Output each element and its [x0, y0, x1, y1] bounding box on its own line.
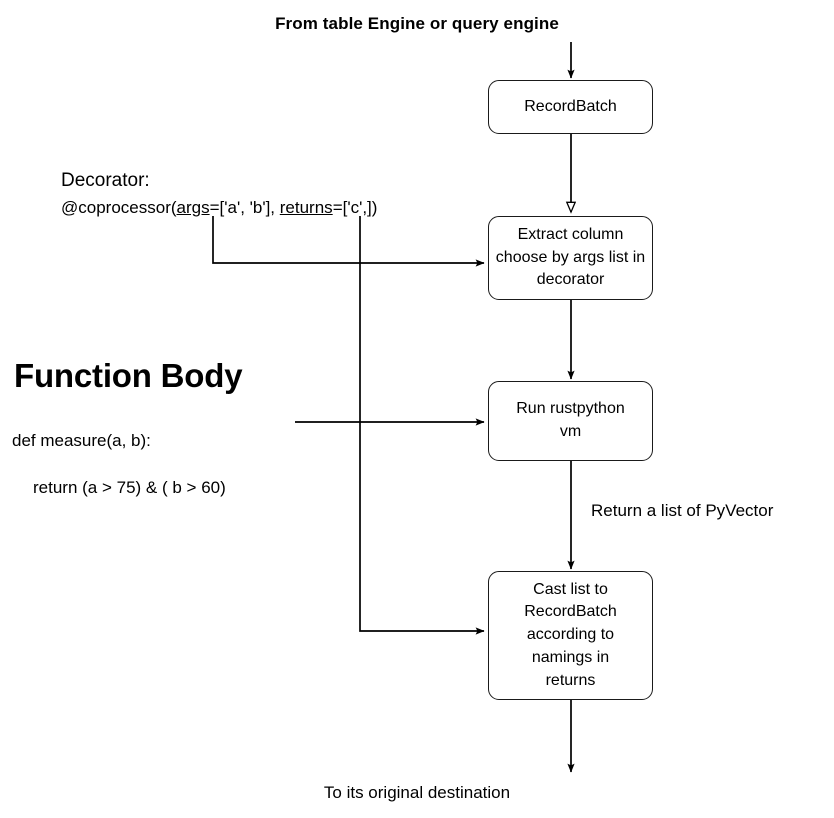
function-body-heading: Function Body	[14, 357, 243, 394]
source-label: From table Engine or query engine	[275, 14, 559, 33]
decorator-returns-value: =['c',])	[332, 198, 378, 217]
decorator-args-value: =['a', 'b'],	[209, 198, 280, 217]
node-extract-column[interactable]: Extract column choose by args list in de…	[488, 216, 653, 300]
decorator-code-prefix: @coprocessor(	[61, 198, 177, 217]
node-recordbatch[interactable]: RecordBatch	[488, 80, 653, 134]
decorator-code: @coprocessor(args=['a', 'b'], returns=['…	[61, 197, 377, 218]
destination-label: To its original destination	[323, 783, 511, 802]
edge-returns-to-cast	[359, 216, 485, 635]
node-cast-list-to-recordbatch[interactable]: Cast list to RecordBatch according to na…	[488, 571, 653, 700]
edge-args-to-extract	[212, 216, 485, 267]
edge-label-return-pyvector: Return a list of PyVector	[591, 501, 774, 520]
decorator-returns-keyword: returns	[279, 198, 333, 217]
function-code-line-2: return (a > 75) & ( b > 60)	[33, 478, 226, 497]
decorator-heading: Decorator:	[61, 170, 150, 191]
node-run-rustpython-vm[interactable]: Run rustpython vm	[488, 381, 653, 461]
decorator-args-keyword: args	[176, 198, 210, 217]
function-code-line-1: def measure(a, b):	[12, 431, 151, 450]
